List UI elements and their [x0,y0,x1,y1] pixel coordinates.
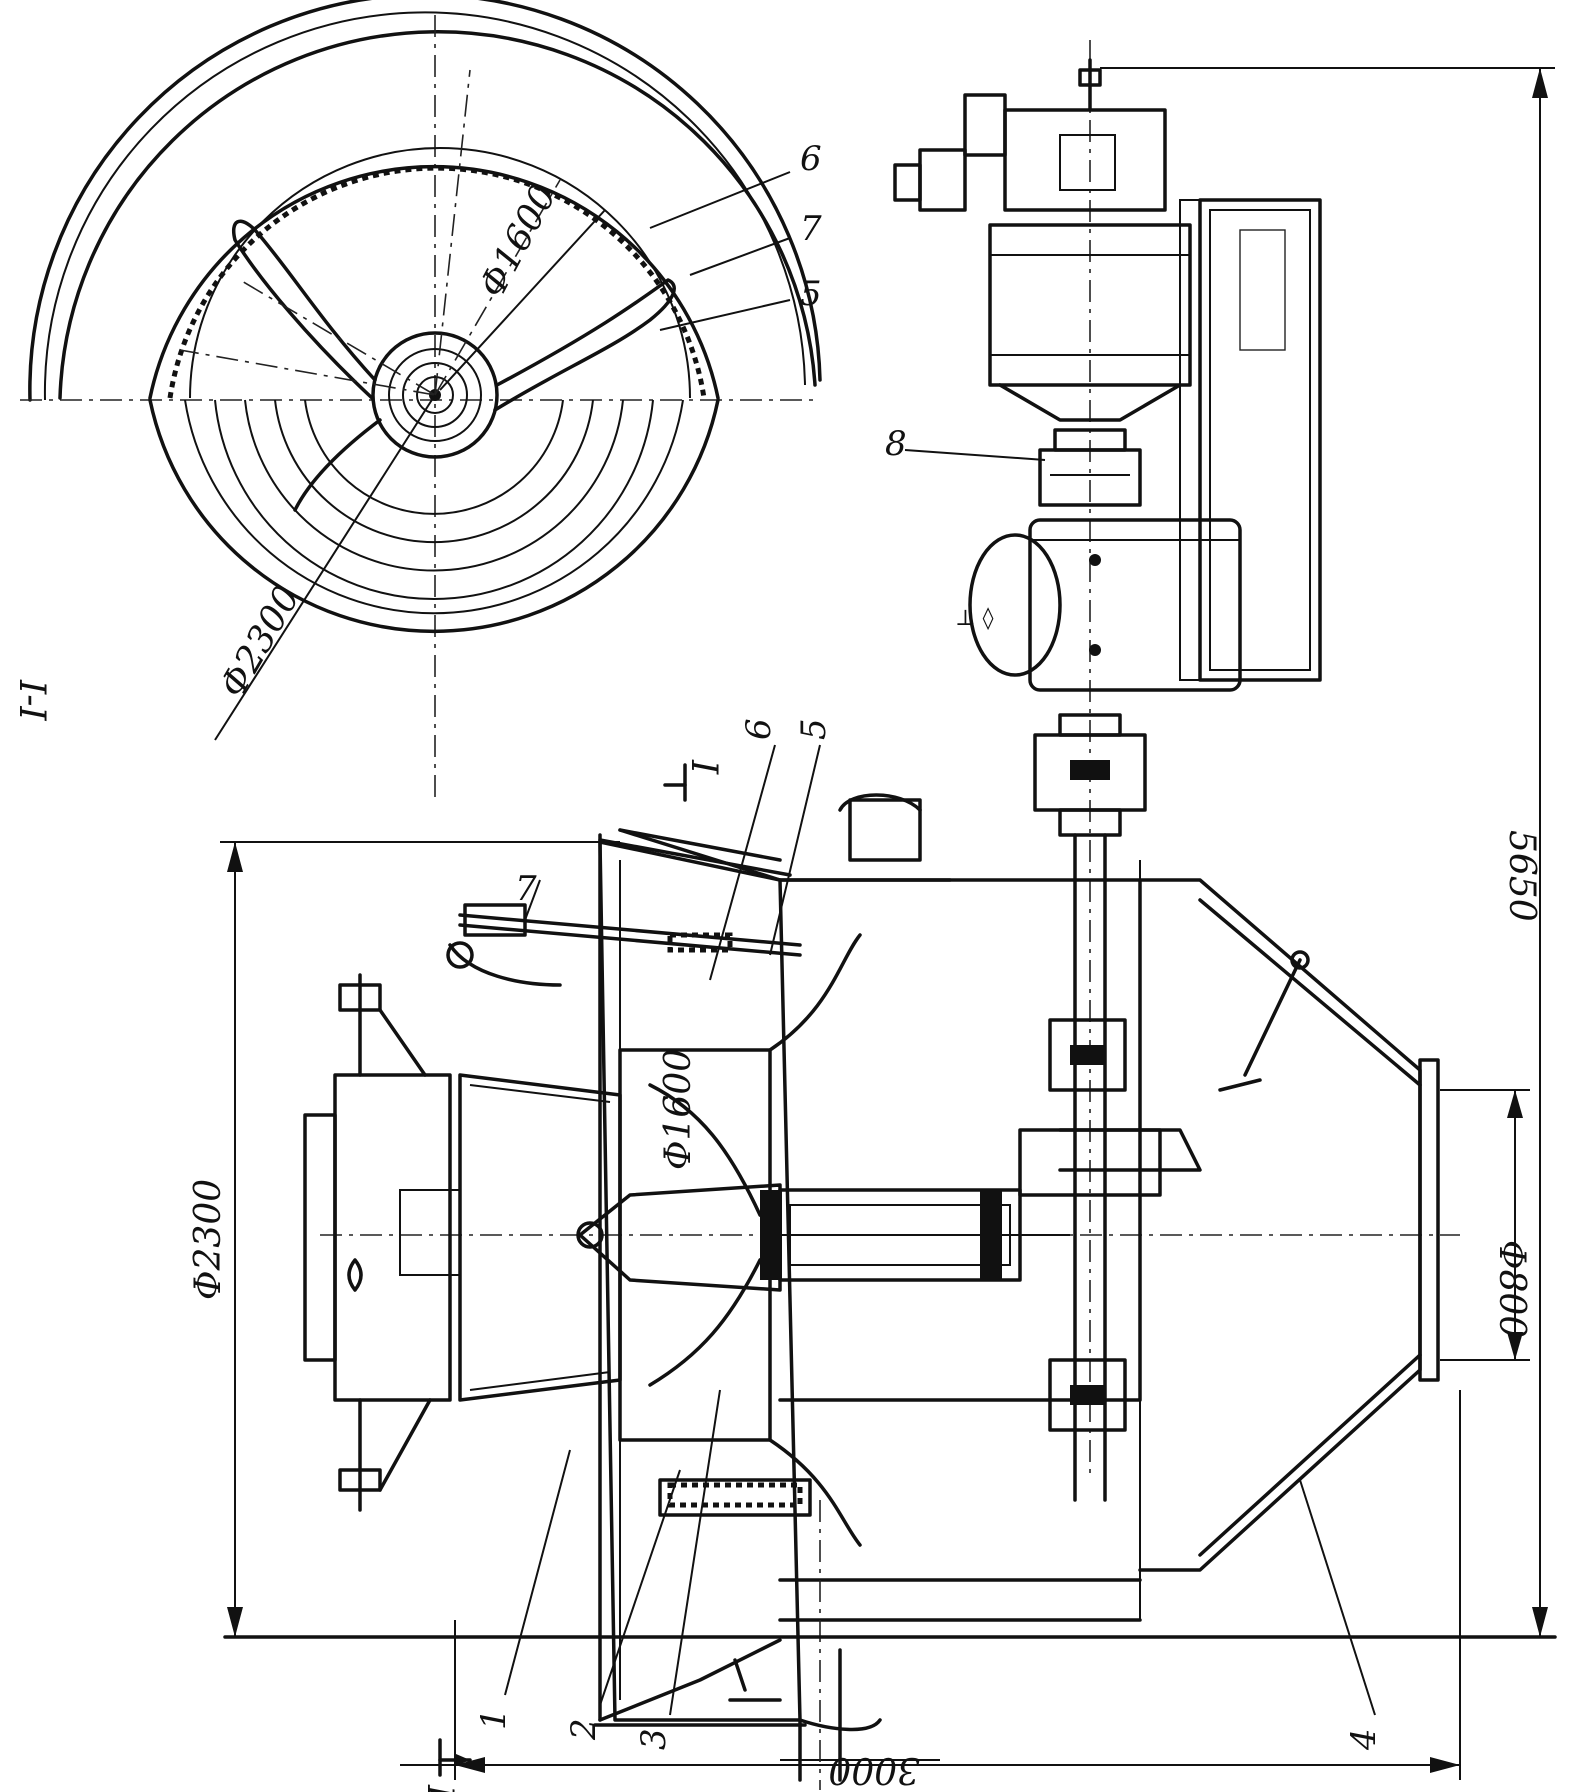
section-marker [438,763,687,1777]
dimension-dia800 [1440,1089,1530,1361]
plan-dia1600-label: Φ1600 [472,178,565,304]
dimension-dia2300-side [220,841,620,1637]
drive-base-plate [1198,198,1322,682]
callout-7: 7 [515,869,537,909]
impeller-blade-upper [648,1083,762,1217]
outlet-dia800-label: Φ800 [1491,1240,1532,1338]
plan-ring-5 [274,399,594,544]
plan-callout-5: 5 [800,274,822,314]
brake-unit [1003,108,1167,212]
plan-ring-3 [214,399,654,600]
inlet-cone [458,1073,622,1402]
overall-width-label: 3000 [828,1749,920,1790]
callout-6: 6 [739,718,779,740]
liner-block-lower [667,1482,803,1508]
inlet-box [333,1073,452,1402]
plan-blade-lower [293,418,382,512]
impeller-blade-lower [648,1258,762,1387]
callout-3: 3 [634,1728,674,1750]
callout-8: 8 [885,424,907,464]
plan-view-section [20,0,822,800]
plan-upper-casing [58,30,817,400]
plan-outer-casing [28,0,822,402]
section-marker-top: I [683,759,724,775]
svg-text:⊥ ◊: ⊥ ◊ [955,606,994,631]
callout-1: 1 [474,1708,514,1730]
gearbox [1028,518,1242,692]
liner-block-upper [667,932,733,953]
plan-callout-6: 6 [800,139,822,179]
outlet-flange [1418,1058,1440,1382]
section-marker-bottom: I [419,1784,460,1792]
side-dia2300-label: Φ2300 [188,1179,229,1300]
plan-ring-2 [184,399,684,615]
callout-2: 2 [564,1718,604,1741]
plan-dia2300-label: Φ2300 [212,579,308,704]
impeller-hub [578,1183,782,1292]
dimension-3000 [400,1390,1461,1780]
plan-dia2300-leader [214,394,436,741]
plan-blade-right [493,278,676,412]
side-view [223,744,1557,1790]
plan-blade-left [232,219,377,400]
plan-ring-6 [304,399,564,515]
side-dia1600-label: Φ1600 [658,1049,699,1170]
callout-5: 5 [794,718,834,740]
plan-hub [371,331,499,459]
plan-callout-7: 7 [800,209,822,249]
plan-ring-1 [148,398,720,634]
dimension-5650 [1100,67,1555,1637]
callout-4: 4 [1344,1728,1384,1751]
plan-lining-ring [148,164,720,400]
plan-lining-ring-inner [189,147,691,399]
discharge-diffuser [1138,878,1422,1572]
plan-dia1600-leader [439,209,606,391]
outlet-casing [778,878,1142,1402]
plan-ring-4 [244,399,624,572]
motor-body [988,223,1192,387]
section-label: I-I [11,679,52,721]
drive-assembly: ⊥ ◊ [893,40,1322,1502]
overall-length-label: 5650 [1501,830,1542,922]
